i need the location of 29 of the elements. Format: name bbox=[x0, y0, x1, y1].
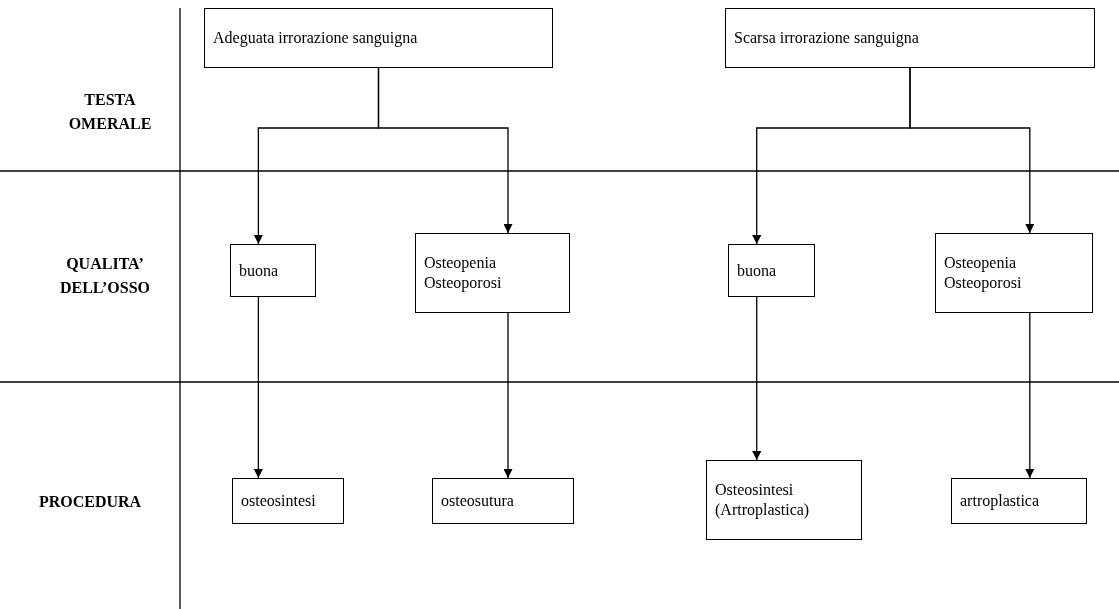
box-text: osteosintesi bbox=[241, 491, 317, 511]
box-text: Scarsa irrorazione sanguigna bbox=[734, 28, 920, 48]
row-label: QUALITA’ DELL’OSSO bbox=[58, 254, 152, 298]
box-text: Osteopenia Osteoporosi bbox=[944, 253, 1023, 293]
box-text: Osteopenia Osteoporosi bbox=[424, 253, 503, 293]
row-label: TESTA OMERALE bbox=[67, 90, 153, 134]
process-box bbox=[230, 244, 316, 297]
process-box bbox=[728, 244, 815, 297]
process-box bbox=[415, 233, 570, 313]
box-text: Adeguata irrorazione sanguigna bbox=[213, 28, 419, 48]
box-text: buona bbox=[737, 260, 778, 281]
arrow bbox=[1025, 312, 1035, 479]
process-box bbox=[432, 478, 574, 524]
box-text: Osteosintesi (Artroplastica) bbox=[715, 480, 811, 520]
arrow bbox=[253, 296, 263, 479]
process-box bbox=[935, 233, 1093, 313]
arrow bbox=[752, 296, 762, 461]
process-box bbox=[725, 8, 1095, 68]
box-text: osteosutura bbox=[441, 491, 515, 511]
box-text: artroplastica bbox=[960, 491, 1041, 511]
arrow bbox=[909, 67, 1035, 234]
row-label: PROCEDURA bbox=[37, 492, 143, 512]
box-text: buona bbox=[239, 260, 280, 281]
arrow bbox=[503, 312, 513, 479]
process-box bbox=[232, 478, 344, 524]
arrow bbox=[377, 67, 513, 234]
process-box bbox=[951, 478, 1087, 524]
process-box bbox=[204, 8, 553, 68]
process-box bbox=[706, 460, 862, 540]
